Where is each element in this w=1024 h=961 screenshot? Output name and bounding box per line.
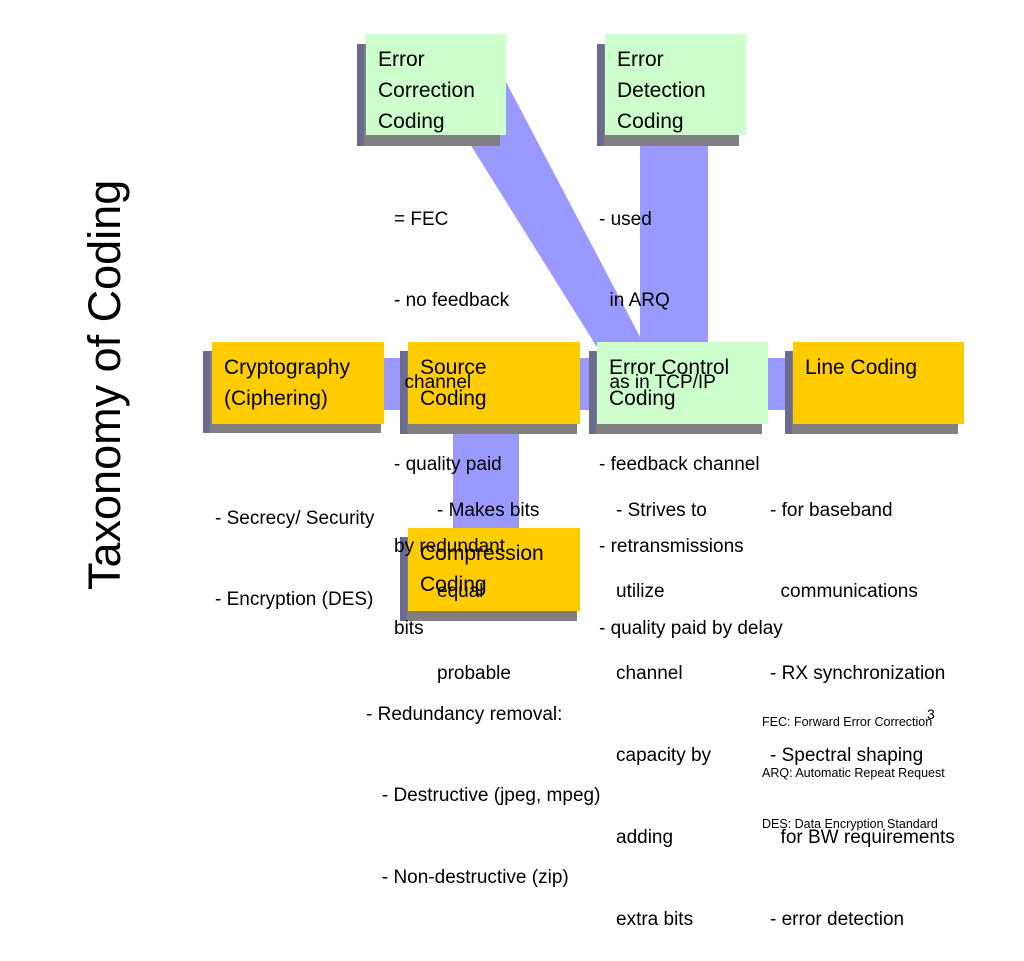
- box-line: Coding: [420, 387, 487, 410]
- note-line: in ARQ: [599, 290, 670, 312]
- box-line: Detection: [617, 79, 706, 102]
- arq-notes: - used in ARQ as in TCP/IP - feedback ch…: [599, 151, 783, 670]
- note-line: - RX synchronization: [770, 663, 946, 685]
- note-line: - Encryption (DES): [215, 589, 374, 611]
- note-line: - quality paid by delay: [599, 618, 783, 640]
- box-line: Cryptography: [224, 356, 351, 379]
- note-line: by redundant: [394, 536, 505, 558]
- note-line: capacity by: [616, 745, 712, 767]
- box-line: Compression: [420, 542, 544, 565]
- note-line: extra bits: [616, 909, 694, 931]
- box-line: Error Control: [609, 356, 730, 379]
- box-line: Line Coding: [805, 356, 918, 379]
- cryptography-box: Cryptography (Ciphering): [212, 342, 384, 424]
- note-line: bits: [394, 618, 424, 640]
- note-line: - no feedback: [394, 290, 510, 312]
- fec-notes: = FEC - no feedback channel - quality pa…: [394, 151, 509, 670]
- compression-box: Compression Coding: [408, 528, 580, 611]
- box-line: Error: [617, 48, 664, 71]
- error-control-box: Error Control Coding: [597, 342, 768, 424]
- box-line: Error: [378, 48, 425, 71]
- note-line: utilize: [616, 581, 665, 603]
- note-line: - quality paid: [394, 454, 502, 476]
- box-line: Coding: [378, 110, 445, 133]
- note-line: - feedback channel: [599, 454, 760, 476]
- note-line: - Secrecy/ Security: [215, 507, 375, 529]
- box-line: (Ciphering): [224, 387, 328, 410]
- note-line: probable: [437, 663, 511, 685]
- box-line: Correction: [378, 79, 475, 102]
- page-number: 3: [927, 706, 935, 722]
- note-line: adding: [616, 827, 674, 849]
- line-coding-box: Line Coding: [793, 342, 964, 424]
- box-line: Coding: [617, 110, 684, 133]
- box-line: Coding: [609, 387, 676, 410]
- box-line: Coding: [420, 573, 487, 596]
- note-line: = FEC: [394, 208, 449, 230]
- footnote-line: FEC: Forward Error Correction: [762, 715, 933, 729]
- note-line: - Spectral shaping: [770, 745, 924, 767]
- note-line: - Strives to: [616, 499, 707, 521]
- cryptography-notes: - Secrecy/ Security - Encryption (DES): [215, 450, 374, 641]
- note-line: channel: [394, 372, 472, 394]
- note-line: - for baseband: [770, 499, 893, 521]
- compression-notes: - Redundancy removal: - Destructive (jpe…: [366, 646, 600, 919]
- note-line: equal: [437, 581, 484, 603]
- box-line: Source: [420, 356, 487, 379]
- note-line: communications: [770, 581, 918, 603]
- abbreviation-footnotes: FEC: Forward Error Correction ARQ: Autom…: [762, 680, 945, 850]
- detection-control-connector: [640, 120, 708, 355]
- error-control-notes: - Strives to utilize channel capacity by…: [616, 442, 711, 961]
- note-line: - retransmissions: [599, 536, 744, 558]
- note-line: - Redundancy removal:: [366, 703, 563, 725]
- note-line: - Non-destructive (zip): [366, 867, 569, 889]
- error-correction-box: Error Correction Coding: [366, 34, 506, 135]
- note-line: channel: [616, 663, 683, 685]
- note-line: - used: [599, 208, 652, 230]
- note-line: as in TCP/IP: [599, 372, 716, 394]
- page-title: Taxonomy of Coding: [79, 179, 130, 590]
- note-line: - error detection: [770, 909, 905, 931]
- note-line: - Destructive (jpeg, mpeg): [366, 785, 601, 807]
- source-box: Source Coding: [408, 342, 580, 424]
- note-line: - Makes bits: [437, 499, 540, 521]
- error-detection-box: Error Detection Coding: [605, 34, 746, 135]
- correction-control-connector: [430, 80, 648, 352]
- footnote-line: DES: Data Encryption Standard: [762, 817, 938, 831]
- source-notes: - Makes bits equal probable: [437, 442, 539, 715]
- source-compression-connector: [453, 420, 519, 540]
